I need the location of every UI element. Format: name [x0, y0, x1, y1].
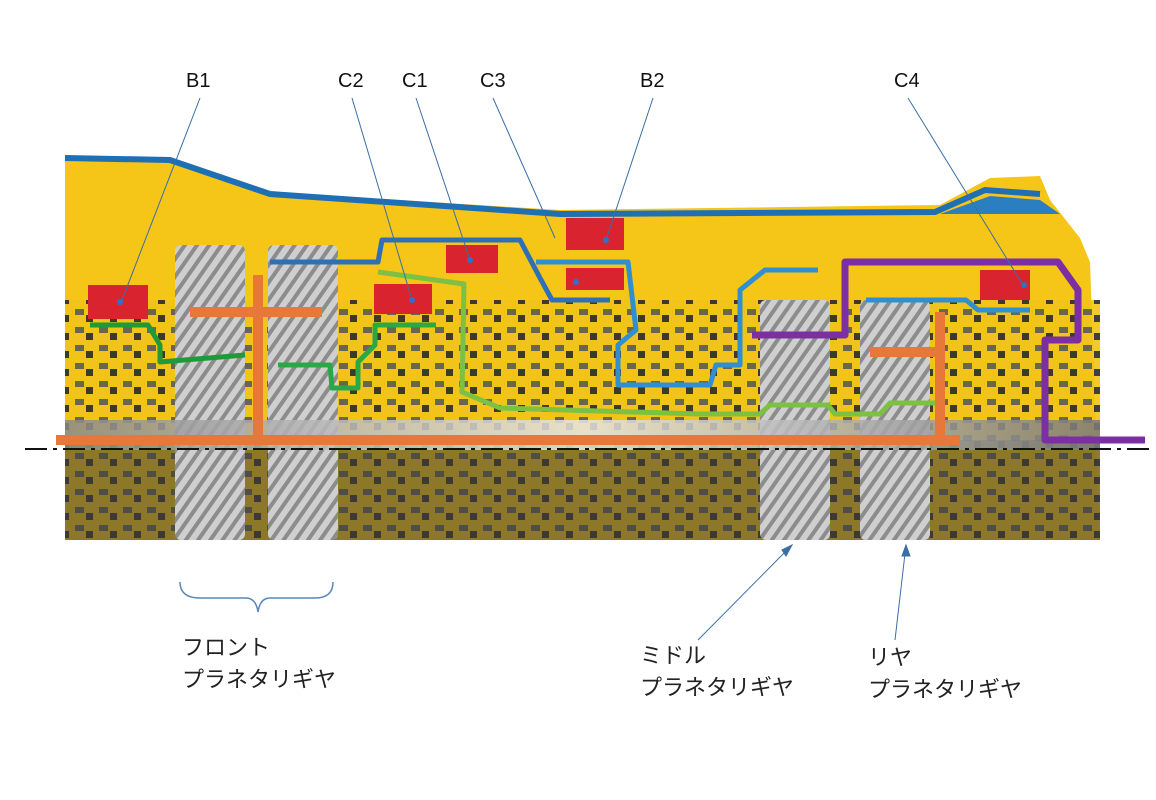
path-blue-b2 [536, 259, 818, 388]
caption-front-line1: フロント [182, 635, 271, 660]
label-c3: C3 [480, 70, 506, 92]
clutch-c2 [374, 284, 432, 314]
power-flow-paths [56, 237, 1145, 445]
front-planetary-brace [179, 581, 334, 613]
caption-rear-planetary: リヤ プラネタリギヤ [868, 642, 1022, 706]
path-green-light-c1 [377, 269, 935, 417]
clutch-c1 [446, 245, 498, 273]
clutch-b1 [88, 285, 148, 319]
label-c4: C4 [894, 70, 920, 92]
path-green-dark-b1 [90, 322, 246, 365]
clutch-b2 [566, 218, 624, 290]
label-b2: B2 [640, 70, 665, 92]
clutch-packs [88, 218, 1030, 319]
caption-middle-line2: プラネタリギヤ [640, 675, 795, 700]
clutch-c4 [980, 270, 1030, 300]
path-orange-front [56, 275, 650, 445]
caption-front-planetary: フロント プラネタリギヤ [182, 632, 336, 696]
path-purple-output [752, 258, 1145, 444]
label-c2: C2 [338, 70, 364, 92]
path-orange-rear [650, 312, 960, 445]
caption-rear-line2: プラネタリギヤ [868, 677, 1023, 702]
front-planetary-gears [175, 245, 338, 540]
caption-front-line2: プラネタリギヤ [182, 667, 337, 692]
label-b1: B1 [186, 70, 211, 92]
label-c1: C1 [402, 70, 428, 92]
path-green-c2 [278, 322, 436, 391]
caption-middle-planetary: ミドル プラネタリギヤ [640, 640, 794, 704]
caption-middle-line1: ミドル [640, 643, 707, 668]
path-blue-c1-c3 [270, 237, 610, 303]
leader-lines [121, 97, 1024, 641]
caption-rear-line1: リヤ [868, 645, 913, 670]
path-blue-c4 [866, 297, 1030, 313]
